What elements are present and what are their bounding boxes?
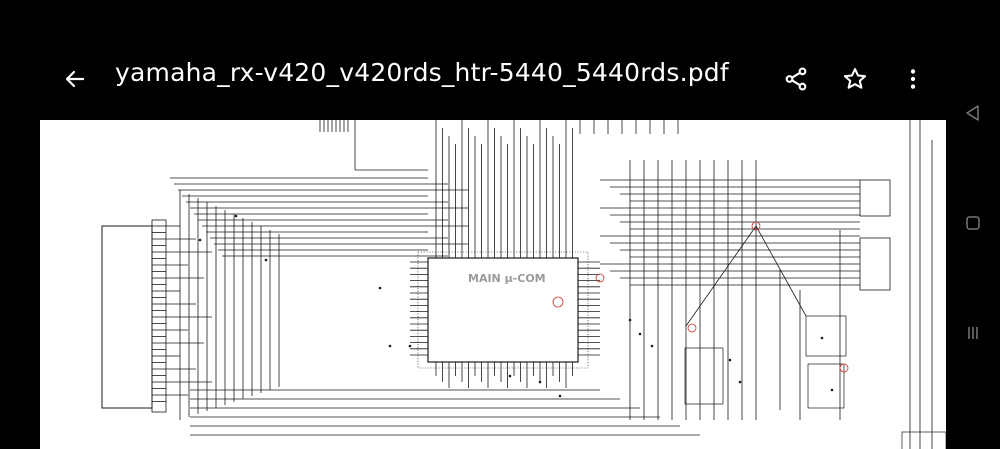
system-recents-button[interactable] bbox=[956, 316, 990, 350]
pdf-page[interactable]: MAIN μ-COM bbox=[40, 120, 946, 449]
share-button[interactable] bbox=[779, 62, 813, 96]
system-home-button[interactable] bbox=[956, 206, 990, 240]
home-square-icon bbox=[966, 216, 980, 230]
more-options-button[interactable] bbox=[896, 62, 930, 96]
more-vertical-icon bbox=[910, 69, 916, 89]
share-icon bbox=[785, 67, 807, 91]
back-button[interactable] bbox=[58, 62, 92, 96]
system-back-button[interactable] bbox=[956, 96, 990, 130]
back-triangle-icon bbox=[966, 105, 979, 121]
favorite-button[interactable] bbox=[838, 62, 872, 96]
document-title: yamaha_rx-v420_v420rds_htr-5440_5440rds.… bbox=[115, 58, 729, 87]
recents-lines-icon bbox=[968, 327, 978, 339]
chip-label: MAIN μ-COM bbox=[468, 272, 546, 285]
app-bar: yamaha_rx-v420_v420rds_htr-5440_5440rds.… bbox=[0, 0, 946, 120]
schematic-drawing: MAIN μ-COM bbox=[101, 120, 946, 449]
pdf-viewer-app: yamaha_rx-v420_v420rds_htr-5440_5440rds.… bbox=[0, 0, 946, 449]
star-outline-icon bbox=[843, 68, 867, 89]
system-navigation-bar bbox=[946, 0, 1000, 449]
arrow-left-icon bbox=[65, 70, 85, 88]
